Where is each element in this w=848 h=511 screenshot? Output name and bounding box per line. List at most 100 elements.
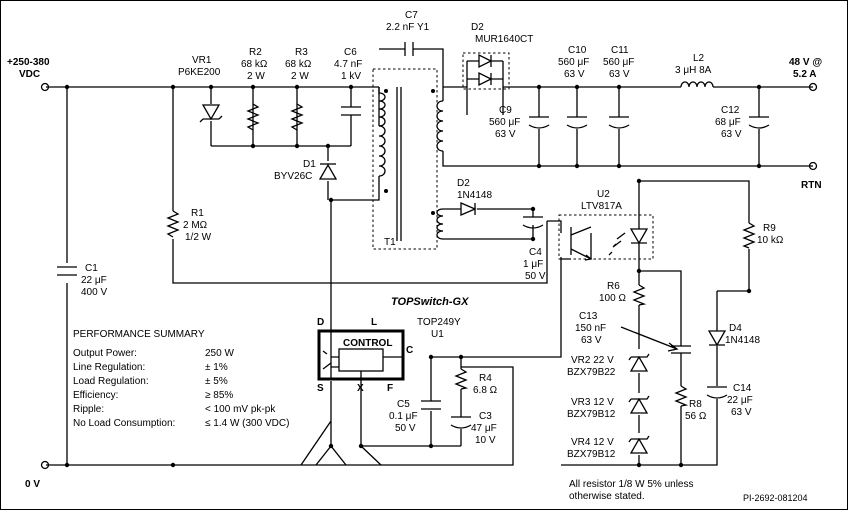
c6-label: C6: [344, 47, 357, 58]
c14-label: C14: [733, 383, 752, 394]
vout-label-line2: 5.2 A: [793, 69, 817, 80]
c1-rating: 400 V: [81, 287, 107, 298]
pin-x-label: X: [357, 383, 364, 394]
c11-value: 560 μF: [603, 57, 634, 68]
c4-value: 1 μF: [523, 259, 543, 270]
note-line1: All resistor 1/8 W 5% unless: [569, 479, 694, 490]
c12-capacitor-icon: [748, 116, 770, 129]
c10-label: C10: [568, 45, 587, 56]
l2-inductor-icon: [680, 81, 714, 88]
c12-rating: 63 V: [721, 129, 742, 140]
terminal-labels: +250-380 VDC 0 V 48 V @ 5.2 A RTN: [7, 57, 822, 490]
c9-capacitor-icon: [528, 116, 550, 129]
vr3-part: BZX79B12: [567, 409, 616, 420]
perf-label-2: Load Regulation:: [73, 376, 149, 387]
c5-value: 0.1 μF: [389, 411, 418, 422]
c7-value: 2.2 nF Y1: [386, 22, 430, 33]
notes: All resistor 1/8 W 5% unless otherwise s…: [569, 479, 808, 503]
c11-rating: 63 V: [609, 69, 630, 80]
pin-l-label: L: [371, 317, 377, 328]
perf-value-5: ≤ 1.4 W (300 VDC): [205, 418, 289, 429]
topswitch-labels: TOPSwitch-GX CONTROL D L C S X F: [317, 296, 469, 394]
t1-label: T1: [384, 237, 396, 248]
c12-value: 68 μF: [715, 117, 741, 128]
c6-rating: 1 kV: [341, 71, 361, 82]
d2-top-part: MUR1640CT: [475, 34, 533, 45]
c13-rating: 63 V: [581, 335, 602, 346]
c9-label: C9: [499, 105, 512, 116]
d2-bias-diode-icon: [460, 202, 477, 216]
r4-label: R4: [479, 373, 492, 384]
r2-value: 68 kΩ: [241, 59, 268, 70]
c13-label: C13: [579, 311, 598, 322]
d2-dual-diode-icon: [467, 53, 503, 87]
r3-rating: 2 W: [291, 71, 309, 82]
u2-part: LTV817A: [581, 201, 622, 212]
l2-label: L2: [693, 53, 705, 64]
performance-summary: PERFORMANCE SUMMARY Output Power: 250 W …: [73, 329, 289, 429]
perf-value-3: ≥ 85%: [205, 390, 233, 401]
pin-s-label: S: [317, 383, 324, 394]
vr2-part: BZX79B22: [567, 367, 616, 378]
r2-resistor-icon: [246, 103, 260, 131]
c10-capacitor-icon: [566, 116, 588, 129]
r9-value: 10 kΩ: [757, 235, 784, 246]
d2-top-label: D2: [471, 22, 484, 33]
r8-resistor-icon: [674, 385, 689, 407]
u2-label: U2: [597, 189, 610, 200]
r9-label: R9: [763, 223, 776, 234]
u2-optocoupler-box: [558, 214, 654, 260]
vr4-zener-icon: [628, 435, 650, 454]
l2-value: 3 μH 8A: [675, 65, 712, 76]
perf-label-3: Efficiency:: [73, 390, 118, 401]
note-line2: otherwise stated.: [569, 491, 645, 502]
gnd-terminal-icon: [40, 460, 50, 470]
u1-topswitch-icon: [317, 329, 405, 381]
c14-capacitor-icon: [706, 386, 728, 399]
component-labels: VR1 P6KE200 R2 68 kΩ 2 W R3 68 kΩ 2 W C6…: [81, 10, 784, 460]
c1-label: C1: [85, 263, 98, 274]
vr2-label: VR2 22 V: [571, 355, 614, 366]
perf-value-2: ± 5%: [205, 376, 228, 387]
pin-d-label: D: [317, 317, 324, 328]
c3-rating: 10 V: [475, 435, 496, 446]
u1-part: TOP249Y: [417, 317, 461, 328]
perf-value-0: 250 W: [205, 348, 234, 359]
c12-label: C12: [721, 105, 740, 116]
r2-rating: 2 W: [247, 71, 265, 82]
d2-bias-label: D2: [457, 178, 470, 189]
c3-label: C3: [479, 411, 492, 422]
vin-label-line2: VDC: [19, 69, 40, 80]
d1-label: D1: [303, 159, 316, 170]
pin-f-label: F: [387, 383, 393, 394]
c4-rating: 50 V: [525, 271, 546, 282]
vr1-part: P6KE200: [178, 67, 221, 78]
vr3-label: VR3 12 V: [571, 397, 614, 408]
vr1-label: VR1: [192, 55, 212, 66]
r6-value: 100 Ω: [599, 293, 626, 304]
c11-label: C11: [611, 45, 629, 56]
t1-transformer-icon: [378, 87, 444, 241]
c7-label: C7: [405, 10, 418, 21]
c10-rating: 63 V: [564, 69, 585, 80]
c5-capacitor-icon: [421, 400, 441, 410]
u2-optocoupler-icon: [570, 226, 649, 261]
vr3-zener-icon: [628, 395, 650, 414]
figure-id: PI-2692-081204: [743, 493, 808, 503]
vr1-tvs-icon: [199, 104, 223, 123]
vin-label-line1: +250-380: [7, 57, 50, 68]
c10-value: 560 μF: [558, 57, 589, 68]
r8-label: R8: [689, 399, 702, 410]
c5-rating: 50 V: [395, 423, 416, 434]
topswitch-control-label: CONTROL: [343, 338, 392, 349]
vr4-label: VR4 12 V: [571, 437, 614, 448]
r1-resistor-icon: [166, 210, 180, 238]
rtn-label: RTN: [801, 180, 822, 191]
r3-label: R3: [295, 47, 308, 58]
c1-value: 22 μF: [81, 275, 107, 286]
r1-label: R1: [191, 208, 204, 219]
r9-resistor-icon: [742, 222, 756, 249]
c13-capacitor-icon: [620, 326, 691, 354]
c3-capacitor-icon: [450, 416, 472, 429]
